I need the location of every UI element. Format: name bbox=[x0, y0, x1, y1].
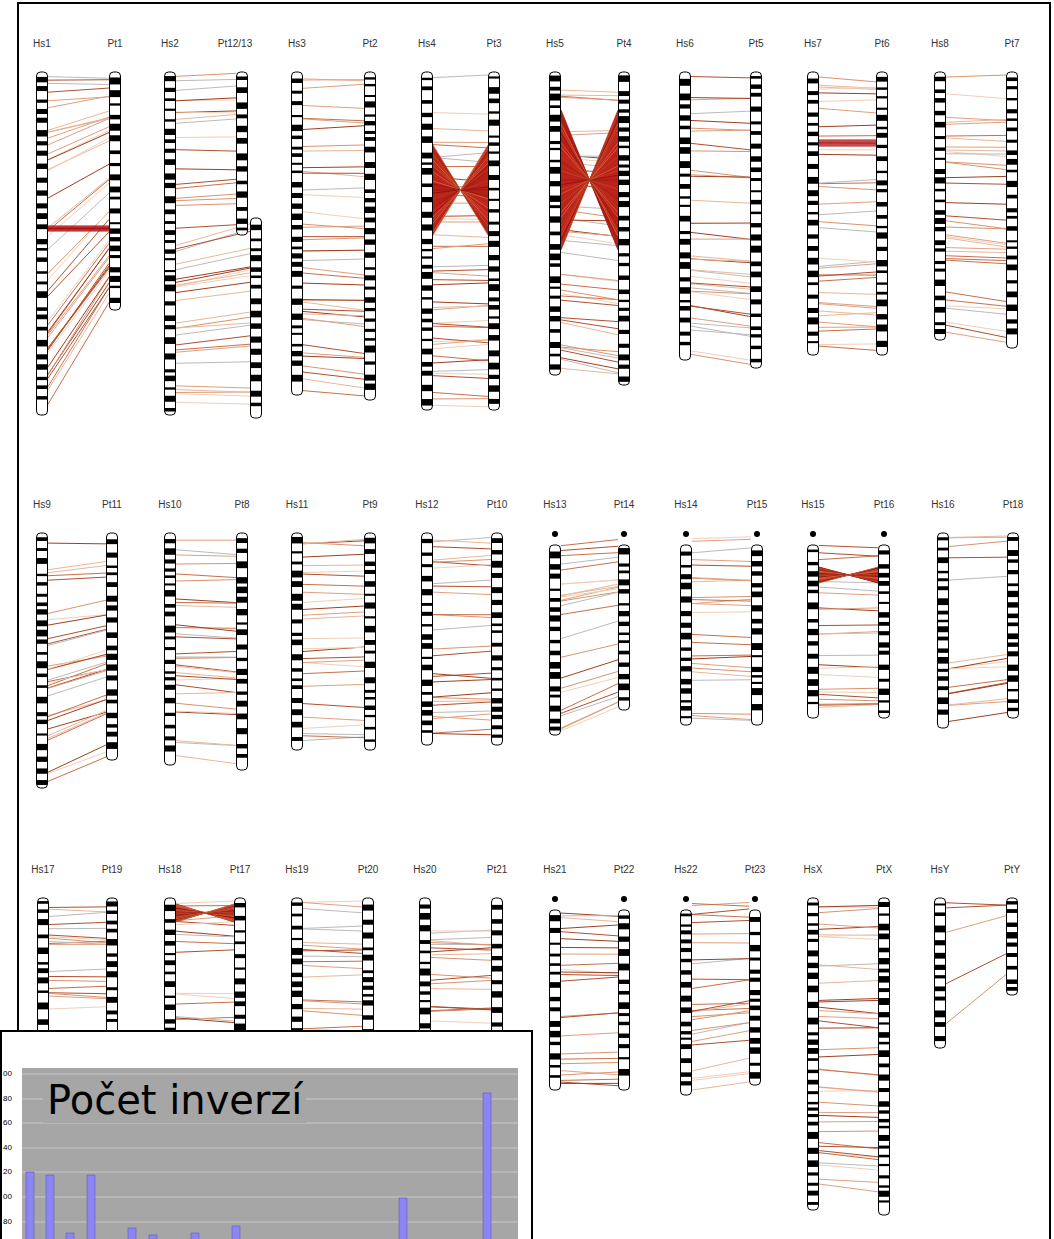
chromosome-label: Hs2 bbox=[161, 38, 179, 50]
axis-tick-label: 40 bbox=[3, 1143, 12, 1153]
chromosome-label: HsX bbox=[804, 864, 823, 876]
chromosome-label: Hs18 bbox=[158, 864, 181, 876]
chromosome-label: Pt9 bbox=[362, 499, 377, 511]
chromosome-label: Pt2 bbox=[362, 38, 377, 50]
chart-panel: Počet inverzí bbox=[0, 1030, 533, 1239]
chromosome-label: Pt19 bbox=[102, 864, 123, 876]
axis-tick-label: 00 bbox=[3, 1192, 12, 1202]
chromosome-label: Pt18 bbox=[1003, 499, 1024, 511]
chromosome-label: Hs4 bbox=[418, 38, 436, 50]
chromosome-label: HsY bbox=[931, 864, 950, 876]
chromosome-label: Hs6 bbox=[676, 38, 694, 50]
chromosome-label: Hs15 bbox=[801, 499, 824, 511]
chromosome-label: Pt23 bbox=[745, 864, 766, 876]
chromosome-label: Hs14 bbox=[674, 499, 697, 511]
chromosome-label: PtX bbox=[876, 864, 892, 876]
axis-tick-label: 60 bbox=[3, 1118, 12, 1128]
chromosome-label: Hs7 bbox=[804, 38, 822, 50]
axis-tick-label: 20 bbox=[3, 1167, 12, 1177]
chromosome-label: Pt12/13 bbox=[218, 38, 252, 50]
chromosome-label: Pt22 bbox=[614, 864, 635, 876]
chromosome-label: Pt17 bbox=[230, 864, 251, 876]
chromosome-label: Hs10 bbox=[158, 499, 181, 511]
chromosome-label: Pt20 bbox=[358, 864, 379, 876]
axis-tick-label: 80 bbox=[3, 1094, 12, 1104]
chromosome-label: Hs22 bbox=[674, 864, 697, 876]
chromosome-label: Pt10 bbox=[487, 499, 508, 511]
chromosome-label: Hs1 bbox=[33, 38, 51, 50]
chromosome-label: Pt7 bbox=[1004, 38, 1019, 50]
chromosome-label: Pt8 bbox=[234, 499, 249, 511]
chromosome-label: Hs21 bbox=[543, 864, 566, 876]
chromosome-label: Pt4 bbox=[616, 38, 631, 50]
chromosome-label: Pt14 bbox=[614, 499, 635, 511]
chromosome-label: Hs19 bbox=[285, 864, 308, 876]
axis-tick-label: 00 bbox=[3, 1069, 12, 1079]
chromosome-label: PtY bbox=[1004, 864, 1020, 876]
chromosome-label: Pt15 bbox=[747, 499, 768, 511]
chromosome-label: Pt6 bbox=[874, 38, 889, 50]
chromosome-label: Hs16 bbox=[931, 499, 954, 511]
chromosome-label: Hs8 bbox=[931, 38, 949, 50]
chromosome-label: Hs13 bbox=[543, 499, 566, 511]
chromosome-label: Hs9 bbox=[33, 499, 51, 511]
chromosome-label: Pt21 bbox=[487, 864, 508, 876]
chromosome-label: Hs17 bbox=[31, 864, 54, 876]
chromosome-label: Pt1 bbox=[107, 38, 122, 50]
chart-title: Počet inverzí bbox=[43, 1077, 306, 1123]
chromosome-label: Hs20 bbox=[413, 864, 436, 876]
chromosome-label: Pt16 bbox=[874, 499, 895, 511]
chromosome-label: Hs3 bbox=[288, 38, 306, 50]
chromosome-label: Pt5 bbox=[748, 38, 763, 50]
axis-tick-label: 80 bbox=[3, 1217, 12, 1227]
chromosome-label: Hs12 bbox=[415, 499, 438, 511]
chromosome-label: Pt11 bbox=[102, 499, 122, 511]
chromosome-label: Pt3 bbox=[486, 38, 501, 50]
chromosome-label: Hs5 bbox=[546, 38, 564, 50]
chromosome-label: Hs11 bbox=[286, 499, 309, 511]
